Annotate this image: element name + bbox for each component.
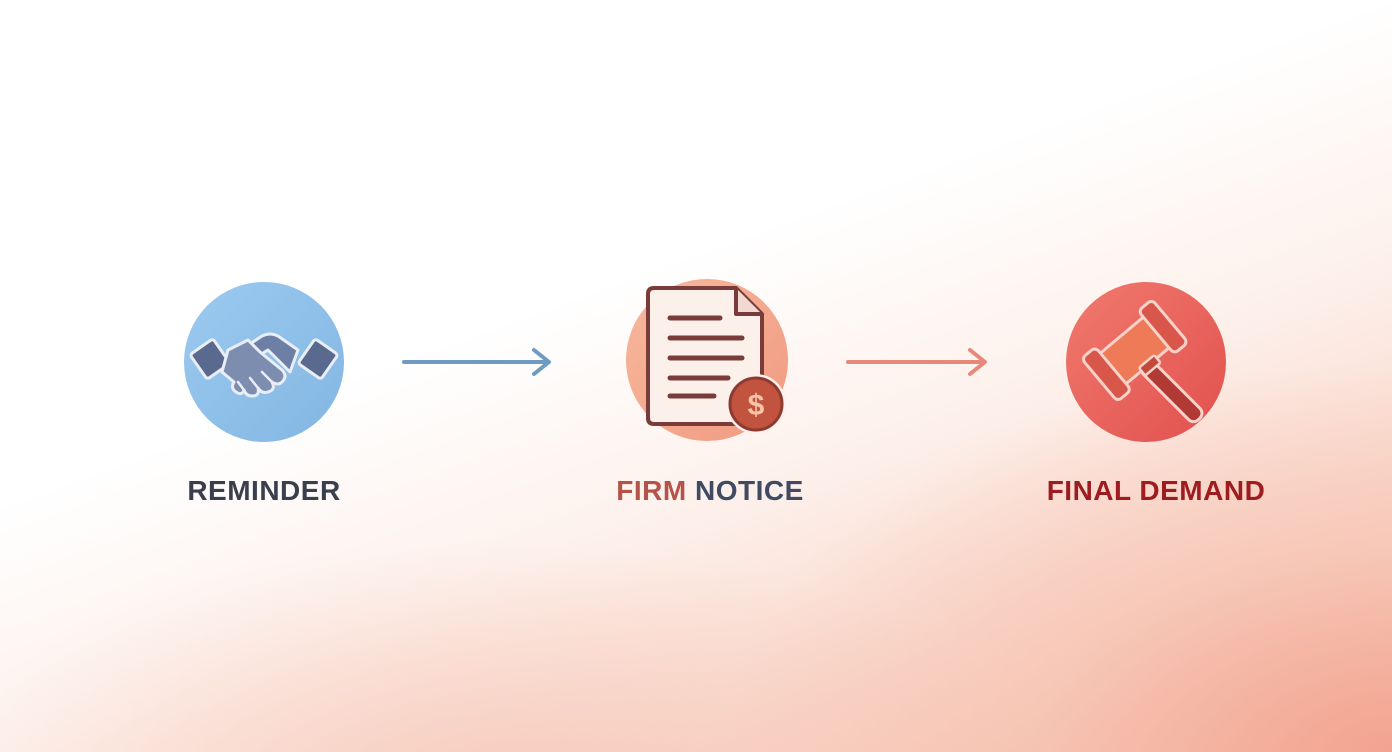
step-label-firm-notice-word-1: FIRM — [616, 475, 687, 506]
step-label-reminder: REMINDER — [187, 475, 341, 506]
arrow-right-icon — [846, 348, 987, 376]
svg-text:$: $ — [748, 389, 765, 422]
step-label-firm-notice-word-2: NOTICE — [694, 475, 804, 506]
gavel-icon — [1066, 282, 1226, 442]
step-label-final-demand: FINAL DEMAND — [1046, 475, 1266, 506]
handshake-icon — [184, 282, 344, 442]
invoice-dollar-icon: $ — [626, 279, 788, 441]
arrow-right-icon — [402, 348, 551, 376]
step-label-firm-notice: FIRM NOTICE — [590, 474, 830, 508]
